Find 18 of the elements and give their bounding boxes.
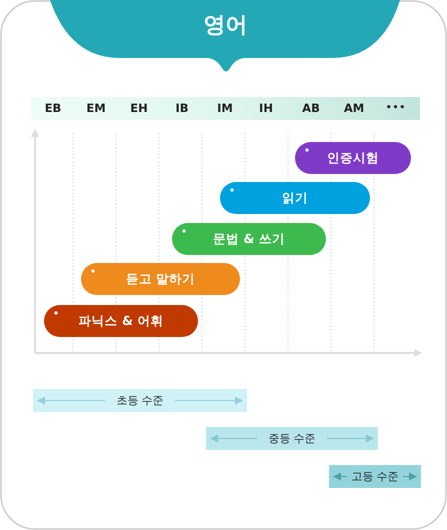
level-code: AM — [344, 100, 364, 117]
level-code: IH — [259, 100, 273, 117]
level-code: EM — [86, 100, 106, 117]
level-range-band: 초등 수준 — [33, 389, 247, 412]
level-code: IB — [175, 100, 189, 117]
level-code: EB — [44, 100, 62, 117]
ellipsis-mark: ••• — [386, 102, 406, 115]
level-code: EH — [130, 100, 148, 117]
subject-pill: 파닉스 & 어휘 — [44, 305, 198, 337]
level-code: IM — [217, 100, 233, 117]
subject-pill: 문법 & 쓰기 — [172, 223, 326, 255]
subject-pill: 읽기 — [220, 182, 370, 214]
subject-pill: 인증시험 — [295, 142, 411, 174]
level-range-band: 중등 수준 — [206, 427, 378, 450]
subject-pill: 듣고 말하기 — [81, 263, 240, 295]
level-code: AB — [302, 100, 320, 117]
title: 영어 — [204, 12, 248, 40]
level-range-band: 고등 수준 — [329, 465, 421, 488]
